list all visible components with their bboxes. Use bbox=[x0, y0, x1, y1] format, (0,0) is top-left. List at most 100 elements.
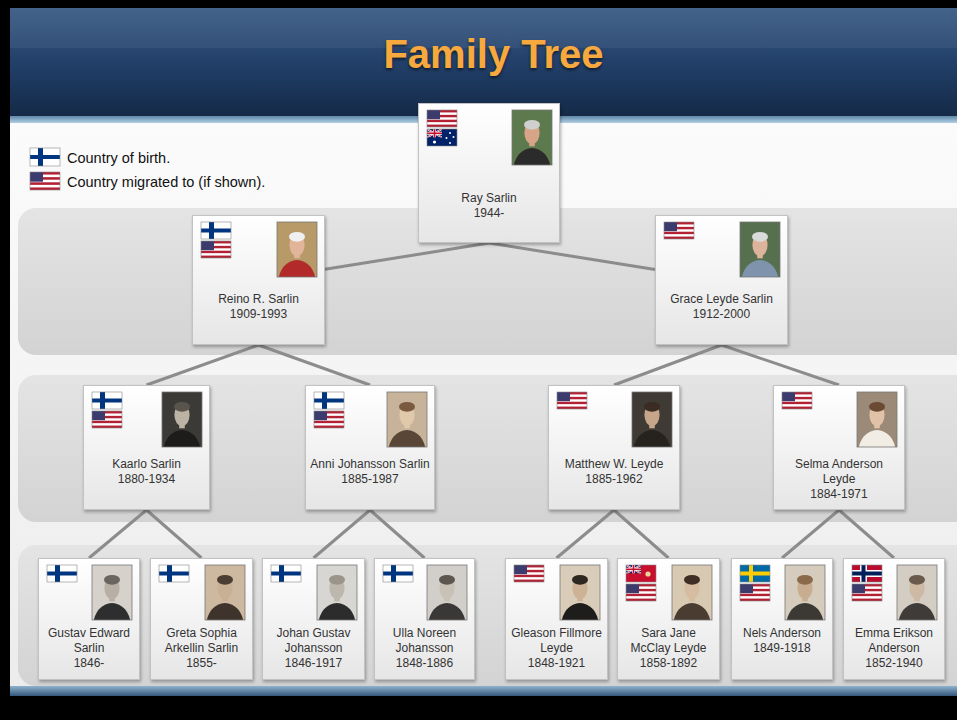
person-box: Sara Jane McClay Leyde1858-1892 bbox=[617, 558, 720, 680]
person-box: Nels Anderson1849-1918 bbox=[731, 558, 833, 680]
person-text: Reino R. Sarlin1909-1993 bbox=[193, 292, 324, 322]
person-text: Sara Jane McClay Leyde1858-1892 bbox=[618, 626, 719, 671]
legend-row: Country of birth. bbox=[67, 148, 170, 168]
country-flag bbox=[92, 392, 122, 409]
person-box: Reino R. Sarlin1909-1993 bbox=[192, 215, 325, 345]
family-line bbox=[259, 345, 371, 385]
person-name: Ray Sarlin bbox=[423, 191, 555, 206]
generation-band bbox=[18, 375, 957, 522]
life-dates: 1848-1886 bbox=[379, 656, 470, 671]
person-box: Ulla Noreen Johansson1848-1886 bbox=[374, 558, 475, 680]
country-flag bbox=[427, 110, 457, 127]
box-illustration bbox=[732, 559, 832, 679]
country-flag bbox=[383, 565, 413, 582]
person-name: Emma Erikson Anderson bbox=[848, 626, 940, 656]
person-box: Johan Gustav Johansson1846-1917 bbox=[262, 558, 365, 680]
person-name: Matthew W. Leyde bbox=[553, 457, 675, 472]
person-name: Kaarlo Sarlin bbox=[88, 457, 205, 472]
generation-band bbox=[18, 545, 957, 686]
person-box: Grace Leyde Sarlin1912-2000 bbox=[655, 215, 788, 345]
person-text: Johan Gustav Johansson1846-1917 bbox=[263, 626, 364, 671]
person-box: Greta Sophia Arkellin Sarlin1855- bbox=[150, 558, 253, 680]
country-flag bbox=[201, 241, 231, 258]
legend-row: Country migrated to (if shown). bbox=[67, 172, 265, 192]
country-flag bbox=[626, 565, 656, 582]
country-flag bbox=[201, 222, 231, 239]
person-box: Gustav Edward Sarlin1846- bbox=[38, 558, 140, 680]
person-text: Kaarlo Sarlin1880-1934 bbox=[84, 457, 209, 487]
person-name: Selma Anderson Leyde bbox=[778, 457, 900, 487]
life-dates: 1880-1934 bbox=[88, 472, 205, 487]
family-line bbox=[722, 345, 840, 385]
footer-stripe bbox=[10, 686, 957, 696]
country-flag bbox=[314, 411, 344, 428]
person-name: Johan Gustav Johansson bbox=[267, 626, 360, 656]
person-name: Grace Leyde Sarlin bbox=[660, 292, 783, 307]
person-text: Anni Johansson Sarlin1885-1987 bbox=[306, 457, 434, 487]
box-illustration bbox=[419, 104, 559, 242]
person-text: Matthew W. Leyde1885-1962 bbox=[549, 457, 679, 487]
country-flag bbox=[427, 129, 457, 146]
family-line bbox=[557, 510, 615, 558]
life-dates: 1944- bbox=[423, 206, 555, 221]
family-line bbox=[325, 243, 489, 269]
person-text: Emma Erikson Anderson1852-1940 bbox=[844, 626, 944, 671]
person-name: Greta Sophia Arkellin Sarlin bbox=[155, 626, 248, 656]
person-box: Matthew W. Leyde1885-1962 bbox=[548, 385, 680, 510]
box-illustration bbox=[193, 216, 324, 344]
country-flag bbox=[92, 411, 122, 428]
person-name: Anni Johansson Sarlin bbox=[310, 457, 430, 472]
family-line bbox=[314, 510, 371, 558]
life-dates: 1846- bbox=[43, 656, 135, 671]
family-line bbox=[147, 345, 259, 385]
person-box: Gleason Fillmore Leyde1848-1921 bbox=[505, 558, 608, 680]
country-flag bbox=[852, 565, 882, 582]
life-dates: 1848-1921 bbox=[510, 656, 603, 671]
country-flag bbox=[740, 584, 770, 601]
legend-text: Country of birth. bbox=[67, 150, 170, 166]
person-name: Sara Jane McClay Leyde bbox=[622, 626, 715, 656]
person-text: Greta Sophia Arkellin Sarlin1855- bbox=[151, 626, 252, 671]
person-box: Emma Erikson Anderson1852-1940 bbox=[843, 558, 945, 680]
person-text: Ray Sarlin1944- bbox=[419, 191, 559, 221]
person-text: Nels Anderson1849-1918 bbox=[732, 626, 832, 656]
country-flag bbox=[740, 565, 770, 582]
life-dates: 1884-1971 bbox=[778, 487, 900, 502]
title: Family Tree bbox=[20, 30, 957, 78]
person-name: Reino R. Sarlin bbox=[197, 292, 320, 307]
family-line bbox=[839, 510, 894, 558]
person-box: Anni Johansson Sarlin1885-1987 bbox=[305, 385, 435, 510]
country-flag bbox=[852, 584, 882, 601]
person-text: Gleason Fillmore Leyde1848-1921 bbox=[506, 626, 607, 671]
legend-text: Country migrated to (if shown). bbox=[67, 174, 265, 190]
life-dates: 1849-1918 bbox=[736, 641, 828, 656]
person-name: Nels Anderson bbox=[736, 626, 828, 641]
country-flag bbox=[47, 565, 77, 582]
person-text: Grace Leyde Sarlin1912-2000 bbox=[656, 292, 787, 322]
life-dates: 1846-1917 bbox=[267, 656, 360, 671]
family-line bbox=[147, 510, 202, 558]
portrait-photo bbox=[277, 222, 317, 302]
family-line bbox=[782, 510, 839, 558]
portrait-photo bbox=[512, 110, 552, 190]
life-dates: 1852-1940 bbox=[848, 656, 940, 671]
family-line bbox=[614, 345, 722, 385]
life-dates: 1858-1892 bbox=[622, 656, 715, 671]
life-dates: 1885-1987 bbox=[310, 472, 430, 487]
life-dates: 1912-2000 bbox=[660, 307, 783, 322]
person-text: Gustav Edward Sarlin1846- bbox=[39, 626, 139, 671]
legend-flag bbox=[30, 172, 60, 190]
life-dates: 1855- bbox=[155, 656, 248, 671]
country-flag bbox=[782, 392, 812, 409]
country-flag bbox=[557, 392, 587, 409]
box-illustration bbox=[306, 386, 434, 509]
family-line bbox=[370, 510, 425, 558]
box-illustration bbox=[549, 386, 679, 509]
life-dates: 1885-1962 bbox=[553, 472, 675, 487]
country-flag bbox=[271, 565, 301, 582]
life-dates: 1909-1993 bbox=[197, 307, 320, 322]
country-flag bbox=[159, 565, 189, 582]
family-line bbox=[614, 510, 669, 558]
family-line bbox=[89, 510, 147, 558]
person-name: Gleason Fillmore Leyde bbox=[510, 626, 603, 656]
